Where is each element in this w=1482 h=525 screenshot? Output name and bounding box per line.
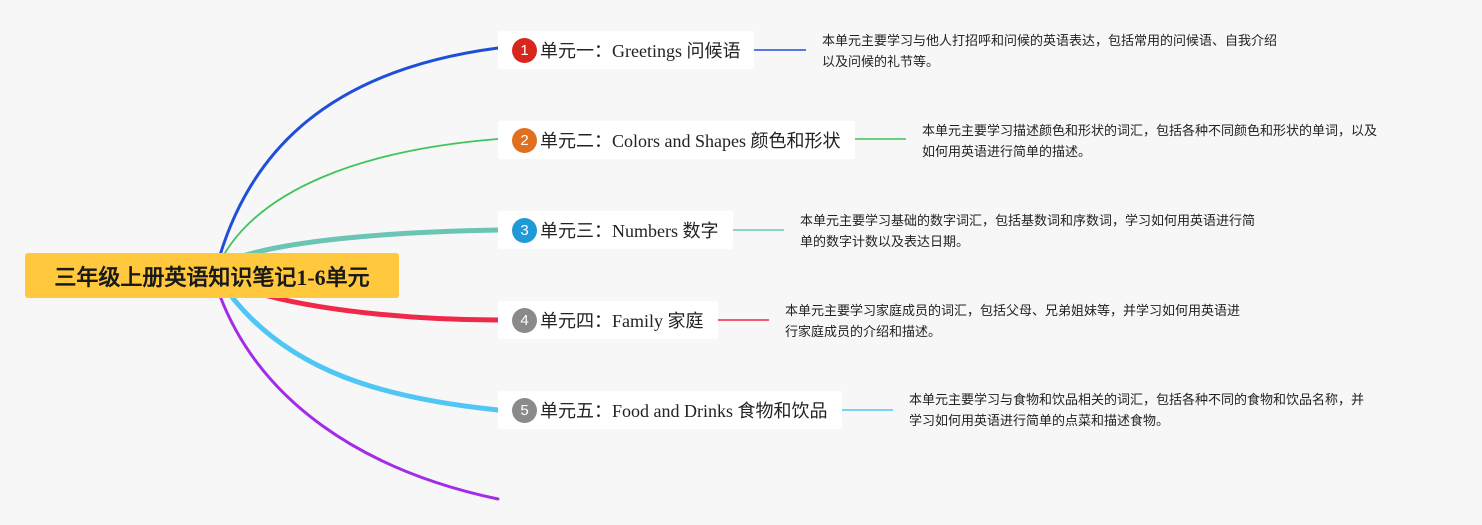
connector-unit-1 <box>216 46 500 264</box>
note-line: 本单元主要学习描述颜色和形状的词汇，包括各种不同颜色和形状的单词，以及 <box>922 124 1378 139</box>
branch-unit-2[interactable]: 2 单元二：Colors and Shapes 颜色和形状 <box>498 121 855 159</box>
note-line: 本单元主要学习家庭成员的词汇，包括父母、兄弟姐妹等，并学习如何用英语进 <box>785 304 1241 319</box>
note-line: 本单元主要学习与食物和饮品相关的词汇，包括各种不同的食物和饮品名称，并 <box>909 393 1365 408</box>
note-line: 本单元主要学习基础的数字词汇，包括基数词和序数词，学习如何用英语进行简 <box>800 214 1256 229</box>
number-badge-3: 3 <box>512 217 537 243</box>
note-line: 学习如何用英语进行简单的点菜和描述食物。 <box>909 414 1170 429</box>
note-line: 本单元主要学习与他人打招呼和问候的英语表达，包括常用的问候语、自我介绍 <box>822 34 1278 49</box>
branch-unit-1-label: 单元一：Greetings 问候语 <box>540 41 741 61</box>
number-badge-2: 2 <box>512 127 537 153</box>
number-badge-4: 4 <box>512 307 537 333</box>
branch-unit-5[interactable]: 5 单元五：Food and Drinks 食物和饮品 <box>498 391 842 429</box>
root-topic-label: 三年级上册英语知识笔记1-6单元 <box>54 264 370 290</box>
note-line: 行家庭成员的介绍和描述。 <box>785 325 942 340</box>
note-line: 单的数字计数以及表达日期。 <box>800 235 970 250</box>
connector-unit-4 <box>265 293 501 323</box>
note-unit-4[interactable]: 本单元主要学习家庭成员的词汇，包括父母、兄弟姐妹等，并学习如何用英语进 行家庭成… <box>785 301 1240 343</box>
branch-unit-5-label: 单元五：Food and Drinks 食物和饮品 <box>540 401 828 421</box>
note-unit-2[interactable]: 本单元主要学习描述颜色和形状的词汇，包括各种不同颜色和形状的单词，以及 如何用英… <box>922 121 1377 163</box>
note-line: 如何用英语进行简单的描述。 <box>922 145 1092 160</box>
connector-unit-5 <box>229 294 501 413</box>
note-unit-3[interactable]: 本单元主要学习基础的数字词汇，包括基数词和序数词，学习如何用英语进行简 单的数字… <box>800 211 1255 253</box>
note-unit-1[interactable]: 本单元主要学习与他人打招呼和问候的英语表达，包括常用的问候语、自我介绍 以及问候… <box>822 31 1277 73</box>
number-badge-1: 1 <box>512 37 537 63</box>
note-unit-5[interactable]: 本单元主要学习与食物和饮品相关的词汇，包括各种不同的食物和饮品名称，并 学习如何… <box>909 390 1364 432</box>
root-topic[interactable]: 三年级上册英语知识笔记1-6单元 <box>25 253 399 298</box>
branch-unit-3[interactable]: 3 单元三：Numbers 数字 <box>498 211 733 249</box>
connector-unit-6 <box>218 294 500 501</box>
branch-unit-4[interactable]: 4 单元四：Family 家庭 <box>498 301 718 339</box>
branch-unit-2-label: 单元二：Colors and Shapes 颜色和形状 <box>540 131 841 151</box>
branch-unit-3-label: 单元三：Numbers 数字 <box>540 221 719 241</box>
connector-unit-2 <box>221 138 499 259</box>
branch-unit-1[interactable]: 1 单元一：Greetings 问候语 <box>498 31 755 69</box>
note-line: 以及问候的礼节等。 <box>822 55 940 70</box>
branch-unit-4-label: 单元四：Family 家庭 <box>540 311 704 331</box>
number-badge-5: 5 <box>512 397 537 423</box>
connector-unit-3 <box>233 227 501 261</box>
